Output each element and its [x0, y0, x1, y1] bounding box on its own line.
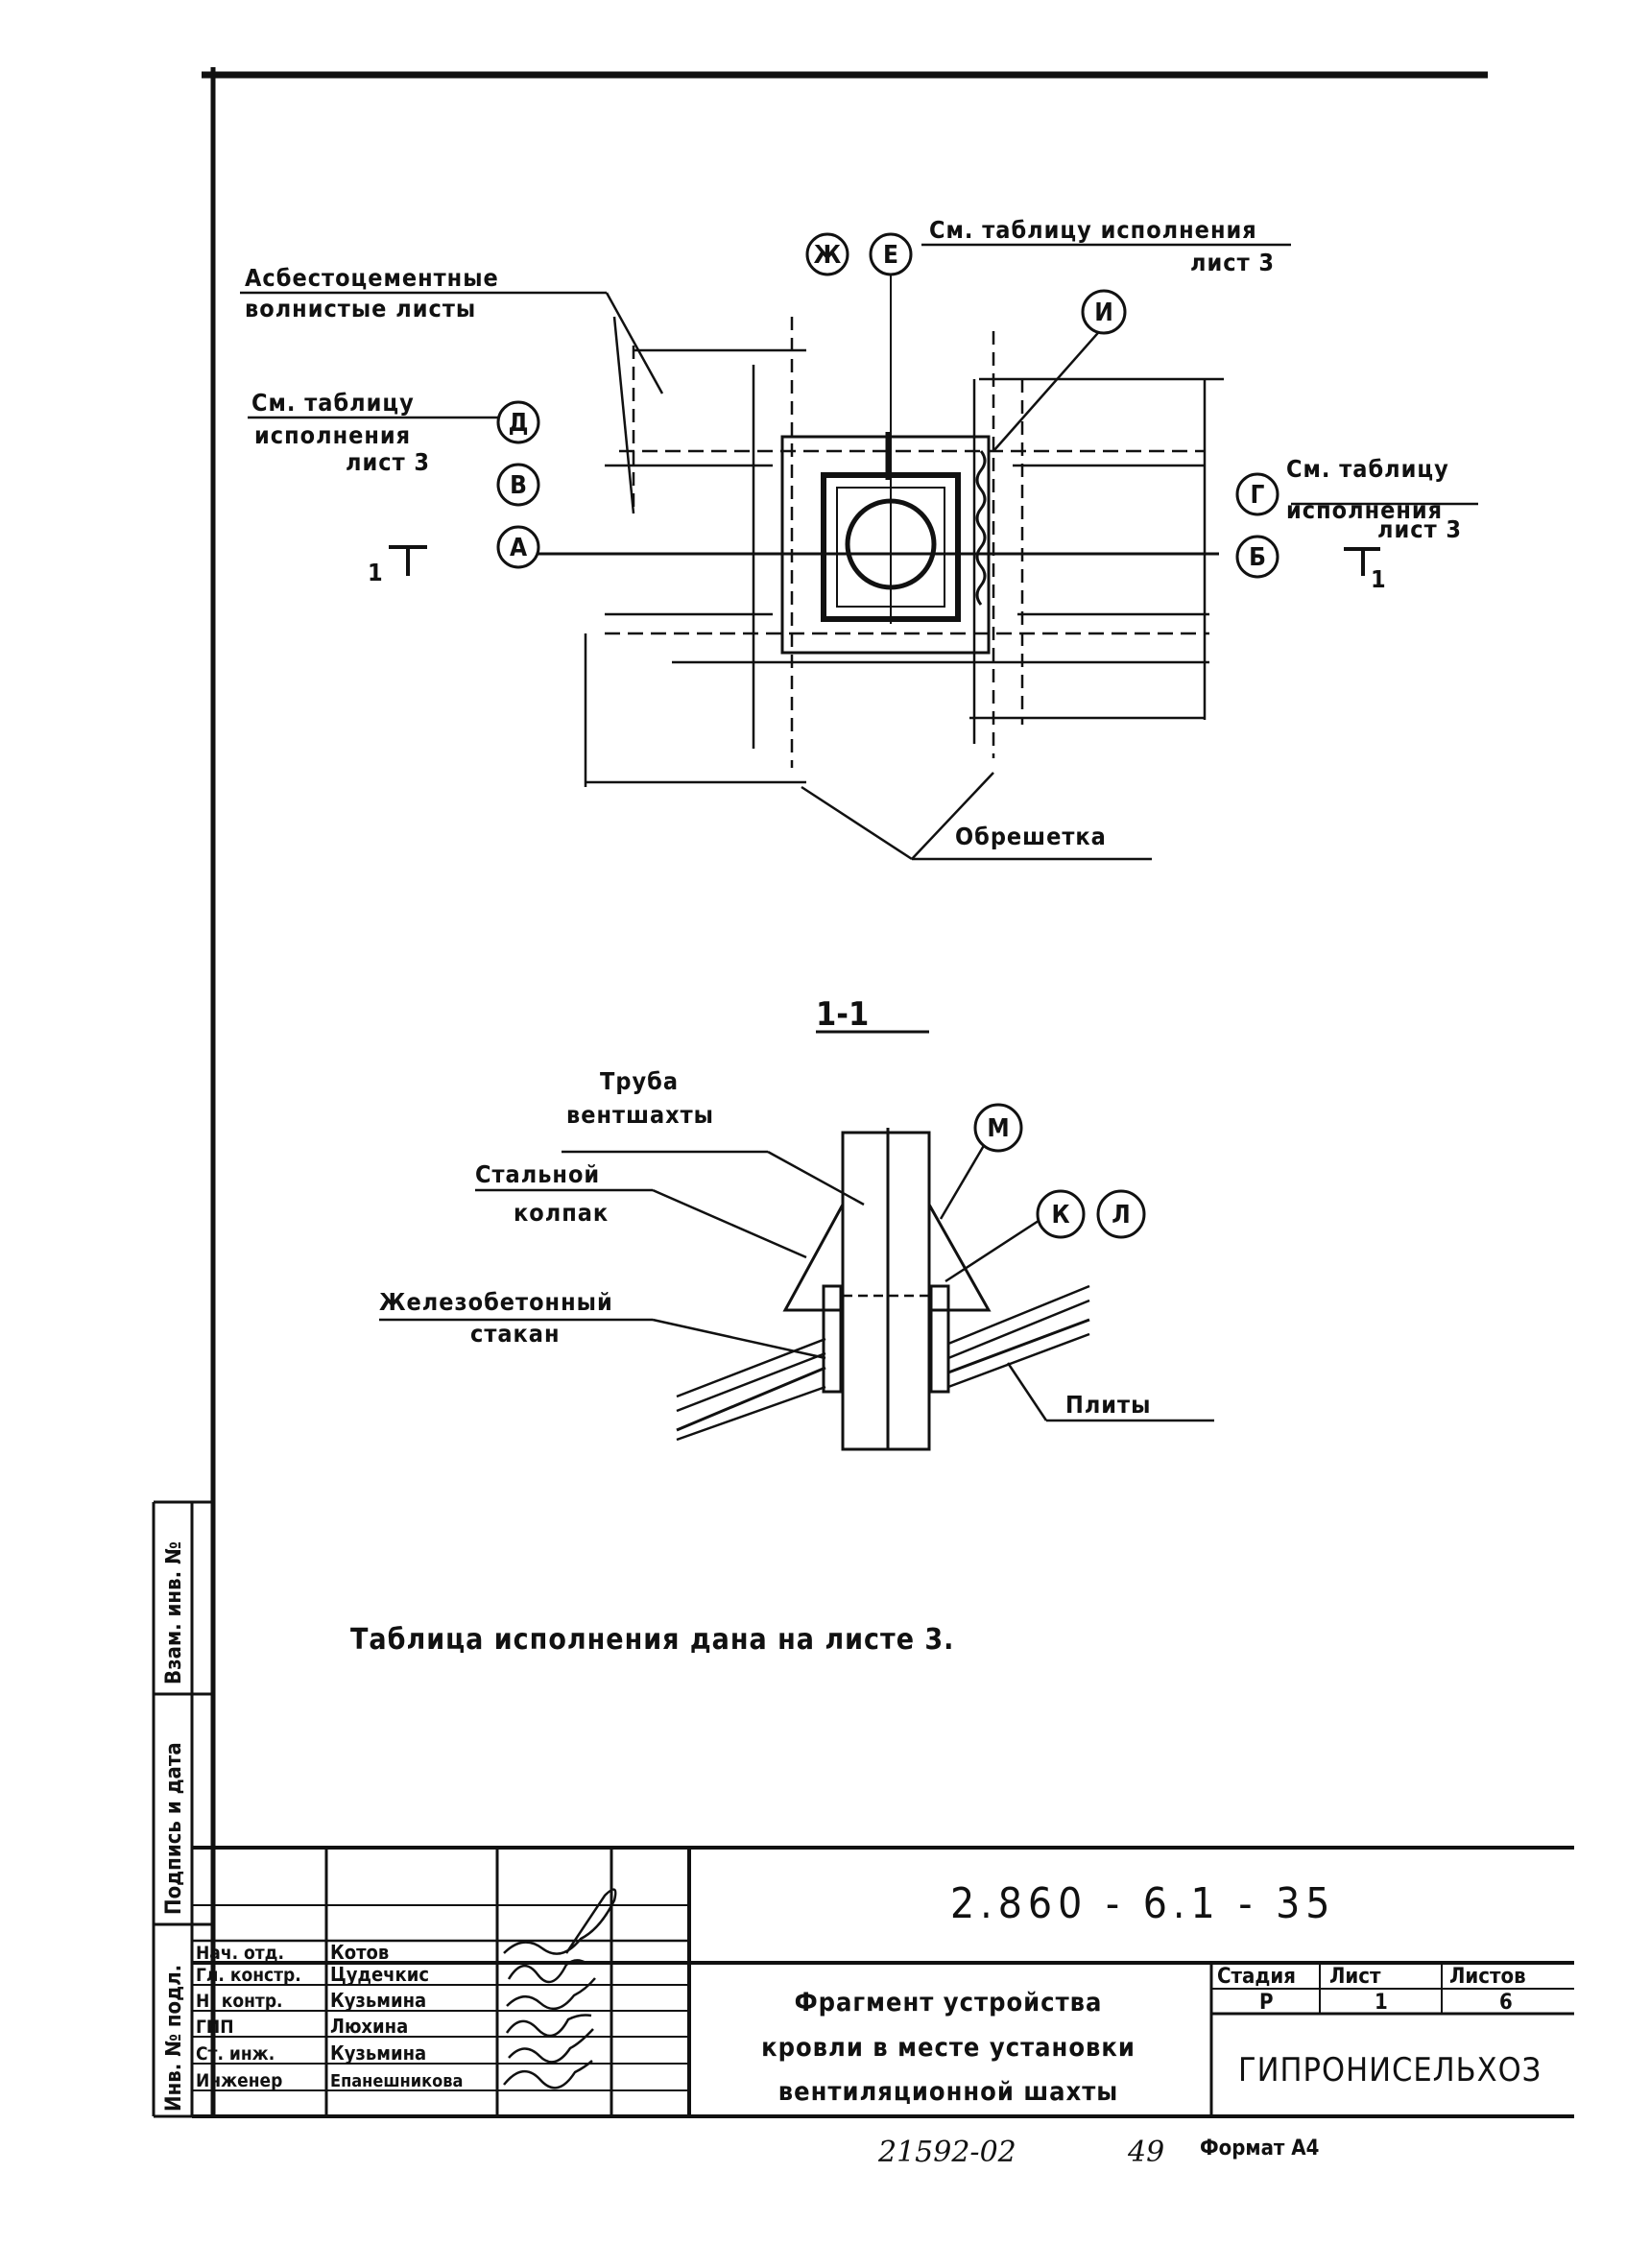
- section-callouts: [973, 1103, 1146, 1239]
- role-1: Гл. констр.: [196, 1965, 301, 1986]
- section-labels: 1-1 Труба вентшахты Стальной колпак Желе…: [379, 995, 1151, 1419]
- title-block-text: 2.860 - 6.1 - 35 Фрагмент устройства кро…: [196, 1879, 1542, 2169]
- page-number: 49: [1127, 2136, 1164, 2169]
- callout-zh-label: Ж: [814, 241, 842, 270]
- callout-b-label: Б: [1249, 543, 1266, 572]
- name-5: Епанешникова: [330, 2071, 463, 2091]
- callout-a: [496, 525, 540, 569]
- callout-m: [973, 1103, 1023, 1153]
- inv-replace-label: Взам. инв. №: [162, 1541, 186, 1684]
- signature-0: [503, 1888, 617, 1955]
- title-line-1: Фрагмент устройства: [795, 1988, 1103, 2017]
- name-4: Кузьмина: [330, 2041, 426, 2065]
- callout-d-label: Д: [509, 409, 529, 438]
- plan-callouts: [496, 232, 1279, 579]
- plates-label: Плиты: [1065, 1391, 1151, 1419]
- section-mark-left: 1: [368, 559, 384, 586]
- name-1: Цудечкис: [330, 1963, 429, 1986]
- callout-k: [1036, 1189, 1086, 1239]
- callout-zh: [805, 232, 849, 276]
- asbestos-line2: волнистые листы: [245, 295, 476, 322]
- plan-labels: См. таблицу исполнения лист 3 Асбестоцем…: [240, 216, 1462, 850]
- callout-k-label: К: [1051, 1201, 1069, 1229]
- doc-code: 2.860 - 6.1 - 35: [950, 1879, 1335, 1928]
- col-sheets: Листов: [1449, 1965, 1526, 1989]
- role-0: Нач. отд.: [196, 1943, 284, 1964]
- callout-e-label: Е: [883, 241, 898, 270]
- note-right-line2: исполнения: [1286, 496, 1443, 524]
- sign-date-label: Подпись и дата: [162, 1742, 186, 1915]
- note-right-line1: См. таблицу: [1286, 455, 1449, 483]
- callout-l-label: Л: [1112, 1201, 1130, 1229]
- signature-4: [508, 2028, 594, 2064]
- title-line-3: вентиляционной шахты: [778, 2077, 1118, 2107]
- callout-i-label: И: [1094, 298, 1113, 327]
- signature-3: [505, 2014, 592, 2038]
- callout-e: [869, 232, 913, 276]
- asbestos-line1: Асбестоцементные: [245, 264, 499, 292]
- section-view: [379, 1030, 1214, 1451]
- pipe-label-2: вентшахты: [566, 1101, 714, 1129]
- callout-v-label: В: [510, 471, 527, 500]
- side-stamp: Инв. № подл. Подпись и дата Взам. инв. №: [162, 1541, 186, 2112]
- callout-a-label: А: [510, 534, 527, 562]
- plan-callout-letters: Ж Е И Д В А Г Б: [509, 241, 1266, 572]
- section-mark-right: 1: [1371, 565, 1387, 593]
- name-2: Кузьмина: [330, 1989, 426, 2012]
- plan-view: [389, 243, 1478, 861]
- callout-i: [1081, 289, 1127, 335]
- obreshetka-label: Обрешетка: [955, 823, 1107, 850]
- org-name: ГИПРОНИСЕЛЬХОЗ: [1238, 2051, 1542, 2089]
- name-3: Люхина: [330, 2015, 408, 2038]
- callout-g: [1235, 472, 1279, 516]
- callout-m-label: М: [987, 1114, 1009, 1143]
- section-callout-letters: М К Л: [987, 1114, 1130, 1229]
- table-note: Таблица исполнения дана на листе 3.: [350, 1623, 954, 1657]
- note-top-line1: См. таблицу исполнения: [929, 216, 1257, 244]
- sheet-value: 1: [1375, 1991, 1388, 2015]
- cap-label-2: колпак: [514, 1199, 609, 1227]
- role-4: Ст. инж.: [196, 2043, 275, 2065]
- inventory-number: 21592-02: [877, 2136, 1016, 2169]
- cap-label-1: Стальной: [475, 1160, 600, 1188]
- title-block-grid: [192, 1846, 1574, 2118]
- callout-l: [1096, 1189, 1146, 1239]
- role-5: Инженер: [196, 2070, 282, 2091]
- signature-1: [507, 1959, 586, 1984]
- glass-label-1: Железобетонный: [379, 1288, 613, 1316]
- note-top-line2: лист 3: [1190, 249, 1275, 276]
- pipe-label-1: Труба: [600, 1067, 679, 1095]
- col-stage: Стадия: [1217, 1965, 1296, 1989]
- callout-d: [496, 400, 540, 444]
- stage-value: Р: [1259, 1991, 1274, 2015]
- title-line-2: кровли в месте установки: [761, 2033, 1136, 2063]
- sheet-frame: [152, 67, 1488, 2118]
- callout-v: [496, 463, 540, 507]
- inv-orig-label: Инв. № подл.: [162, 1965, 186, 2112]
- signature-5: [503, 2060, 593, 2089]
- note-right-line3: лист 3: [1377, 515, 1462, 543]
- callout-b: [1235, 535, 1279, 579]
- note-left-line1: См. таблицу: [251, 389, 415, 417]
- note-left-line2: исполнения: [254, 421, 411, 449]
- note-left-line3: лист 3: [346, 448, 430, 476]
- sheets-value: 6: [1499, 1991, 1513, 2015]
- name-0: Котов: [330, 1941, 389, 1964]
- role-2: Н. контр.: [196, 1991, 283, 2012]
- col-sheet: Лист: [1329, 1965, 1381, 1989]
- role-3: ГИП: [196, 2017, 234, 2038]
- signature-2: [506, 1977, 596, 2011]
- callout-g-label: Г: [1251, 481, 1265, 510]
- section-title: 1-1: [816, 995, 869, 1034]
- signatures: [503, 1888, 617, 2089]
- format-label: Формат А4: [1200, 2137, 1319, 2161]
- glass-label-2: стакан: [470, 1320, 561, 1348]
